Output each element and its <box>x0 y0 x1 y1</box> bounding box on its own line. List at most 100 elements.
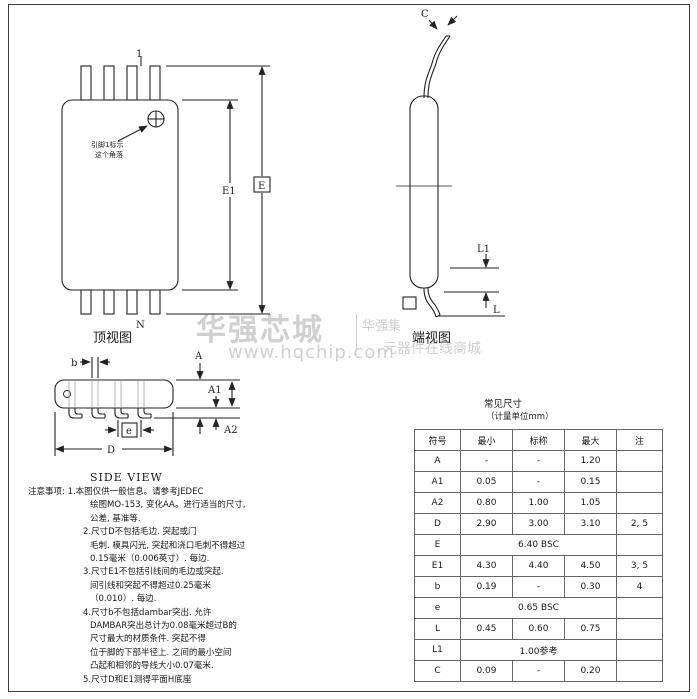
cell-span: 6.40 BSC <box>460 534 617 556</box>
cell-symbol: L1 <box>414 639 461 661</box>
dim-L-label: L <box>493 305 500 316</box>
cell-max: 1.20 <box>564 450 617 472</box>
watermark-url: www.hqchip.com <box>228 342 395 363</box>
cell-min: 2.90 <box>460 513 513 535</box>
pin-one-label: 1 <box>136 49 142 60</box>
cell-note: 3, 5 <box>616 555 663 577</box>
pin1-note-line1: 引脚1标示 <box>91 140 123 149</box>
note-line: 0.15毫米（0.006英寸）. 每边. <box>90 554 210 565</box>
table-header-row: 符号 最小 标称 最大 注 <box>414 429 663 451</box>
cell-symbol: E1 <box>414 555 461 577</box>
table-row: A1 0.05 - 0.15 <box>414 471 663 493</box>
dim-A2-label: A2 <box>223 425 238 436</box>
package-body-side <box>54 379 174 409</box>
cell-symbol: A <box>414 450 461 472</box>
watermark-divider <box>356 314 357 352</box>
note-line: 间引线和突起不得超过0.25毫米 <box>90 580 211 591</box>
cell-note <box>616 471 663 493</box>
cell-nom: - <box>512 450 565 472</box>
pin <box>126 65 138 101</box>
cell-min: 4.30 <box>460 555 513 577</box>
cell-note <box>616 534 663 556</box>
cell-nom: - <box>512 660 565 682</box>
cell-symbol: b <box>414 576 461 598</box>
cell-span: 0.65 BSC <box>460 597 617 619</box>
dim-e-label: e <box>126 426 132 437</box>
lead <box>423 35 447 99</box>
note-line: （0.010）. 每边. <box>90 594 157 605</box>
cell-note <box>616 450 663 472</box>
datum-box <box>402 296 417 310</box>
cell-symbol: E <box>414 534 461 556</box>
cell-note <box>616 618 663 640</box>
note-line: 位于脚的下部半径上. 之间的最小空间 <box>90 647 232 658</box>
page-border <box>8 4 690 692</box>
table-row: L1 1.00参考 <box>414 639 663 661</box>
pin <box>149 289 161 315</box>
col-max: 最大 <box>564 429 617 451</box>
note-line: 4.尺寸b不包括dambar突出. 允许 <box>83 607 212 618</box>
cell-max: 0.30 <box>564 576 617 598</box>
dim-b-label: b <box>71 358 77 369</box>
top-view-label: 顶视图 <box>93 331 133 346</box>
cell-note <box>616 660 663 682</box>
dimensions-table: 符号 最小 标称 最大 注 A - - 1.20 A1 0.05 - 0.15 <box>414 429 663 682</box>
note-line: 3.尺寸E1不包括引线间的毛边或突起. <box>83 567 224 578</box>
watermark-tagline: 元器件在线商城 <box>383 341 481 357</box>
col-nom: 标称 <box>512 429 565 451</box>
dim-E-label: E <box>258 181 265 192</box>
table-subtitle: （计量单位mm） <box>486 412 554 422</box>
col-symbol: 符号 <box>414 429 461 451</box>
cell-nom: - <box>512 576 565 598</box>
table-row: e 0.65 BSC <box>414 597 663 619</box>
lead <box>427 287 441 316</box>
notes-block: 注意事项: 1.本图仅供一般信息。请参考JEDEC 绘图MO-153, 变化AA… <box>28 486 284 687</box>
table-row: A2 0.80 1.00 1.05 <box>414 492 663 514</box>
lead <box>423 287 437 318</box>
side-view-drawing <box>54 357 240 456</box>
watermark-brand: 华强芯城 <box>196 313 324 348</box>
cell-min: 0.45 <box>460 618 513 640</box>
note-line: 毛刺. 模具闪光, 突起和浇口毛刺不得超过 <box>90 540 246 551</box>
cell-nom: - <box>512 471 565 493</box>
table-row: C 0.09 - 0.20 <box>414 660 663 682</box>
table-row: E 6.40 BSC <box>414 534 663 556</box>
note-line: 尺寸最大的材质条件. 突起不得 <box>90 634 206 645</box>
dim-E1-label: E1 <box>222 186 236 197</box>
table-row: L 0.45 0.60 0.75 <box>414 618 663 640</box>
cell-min: 0.09 <box>460 660 513 682</box>
dim-L1-label: L1 <box>477 244 490 255</box>
cell-max: 0.75 <box>564 618 617 640</box>
mold-mark <box>63 390 71 398</box>
table-row: E1 4.30 4.40 4.50 3, 5 <box>414 555 663 577</box>
pin <box>149 65 161 101</box>
pin <box>80 65 92 101</box>
cell-min: - <box>460 450 513 472</box>
note-line: 5.尺寸D和E1测得平面H底座 <box>83 674 192 685</box>
side-view-label: SIDE VIEW <box>90 471 163 484</box>
datum-box-e <box>121 422 138 438</box>
pin-n-label: N <box>136 320 145 331</box>
note-line: 注意事项: 1.本图仅供一般信息。请参考JEDEC <box>28 487 204 497</box>
col-note: 注 <box>616 429 663 451</box>
lead <box>427 35 451 99</box>
cell-note: 2, 5 <box>616 513 663 535</box>
watermark-group-name: 华强集 <box>362 319 402 334</box>
cell-min: 0.80 <box>460 492 513 514</box>
col-min: 最小 <box>460 429 513 451</box>
package-body-end <box>409 95 439 289</box>
cell-symbol: A2 <box>414 492 461 514</box>
cell-min: 0.19 <box>460 576 513 598</box>
dim-A1-label: A1 <box>207 385 222 396</box>
note-line: 2.尺寸D不包括毛边. 突起或门 <box>83 527 197 538</box>
cell-max: 1.05 <box>564 492 617 514</box>
table-title: 常见尺寸 <box>484 399 523 410</box>
table-row: b 0.19 - 0.30 4 <box>414 576 663 598</box>
pin1-arrow <box>117 125 148 142</box>
cell-nom: 1.00 <box>512 492 565 514</box>
pin <box>103 289 115 315</box>
dim-D-label: D <box>107 445 115 456</box>
cell-span: 1.00参考 <box>460 639 617 661</box>
cell-max: 3.10 <box>564 513 617 535</box>
